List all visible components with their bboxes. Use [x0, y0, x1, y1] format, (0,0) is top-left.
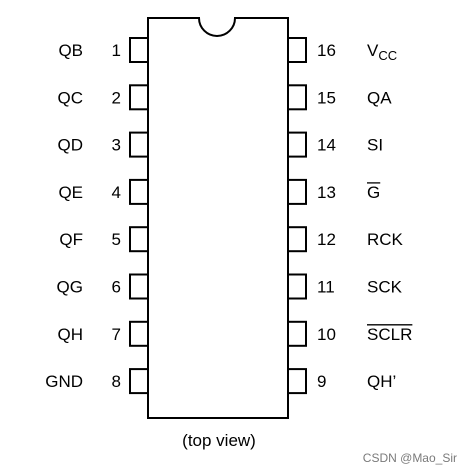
chip-body — [147, 17, 289, 419]
pin-lead-12 — [287, 226, 307, 253]
pin-lead-8 — [129, 368, 149, 395]
pin-name-10: SCLR — [367, 325, 412, 344]
pin-name-5: QF — [59, 230, 83, 249]
pin-number-2: 2 — [112, 88, 121, 107]
pin-number-4: 4 — [112, 183, 121, 202]
pin-name-1: QB — [58, 41, 83, 60]
pin-number-10: 10 — [317, 325, 336, 344]
pin-name-4: QE — [58, 183, 83, 202]
pin-name-13: G — [367, 183, 380, 202]
watermark: CSDN @Mao_Sir — [362, 451, 457, 465]
pin-number-11: 11 — [317, 278, 335, 297]
pin-number-8: 8 — [112, 372, 121, 391]
pin-lead-14 — [287, 131, 307, 158]
pin-number-1: 1 — [112, 41, 121, 60]
pin-lead-3 — [129, 131, 149, 158]
pin-lead-16 — [287, 37, 307, 63]
pin-name-3: QD — [58, 136, 84, 155]
pin-number-5: 5 — [112, 230, 121, 249]
pin-number-13: 13 — [317, 183, 336, 202]
view-caption: (top view) — [182, 431, 256, 450]
pin-name-12: RCK — [367, 230, 404, 249]
pin-name-16-subscript: CC — [378, 48, 397, 63]
pin-name-15: QA — [367, 88, 392, 107]
pin-lead-4 — [129, 178, 149, 205]
pin-number-7: 7 — [112, 325, 121, 344]
pins-layer: 1 QB 2 QC 3 QD 4 QE 5 QF 6 QG 7 QH 8 GND 16 VCC 15 QA 14 SI 13… — [45, 37, 413, 395]
pin-number-3: 3 — [112, 136, 121, 155]
pin-lead-9 — [287, 368, 307, 395]
pin-lead-13 — [287, 178, 307, 205]
pin-number-12: 12 — [317, 230, 336, 249]
pin-name-14: SI — [367, 136, 383, 155]
pin-lead-11 — [287, 273, 307, 300]
pin-name-2: QC — [58, 88, 84, 107]
pin-number-14: 14 — [317, 136, 336, 155]
pin-lead-2 — [129, 84, 149, 111]
pin-lead-5 — [129, 226, 149, 253]
pin-name-11: SCK — [367, 278, 403, 297]
pin-name-9: QH’ — [367, 372, 396, 391]
pin-lead-10 — [287, 320, 307, 347]
pin-lead-7 — [129, 320, 149, 347]
pin-name-16: VCC — [367, 41, 397, 63]
pin-number-9: 9 — [317, 372, 326, 391]
pin-number-6: 6 — [112, 278, 121, 297]
pin-lead-6 — [129, 273, 149, 300]
pin-number-16: 16 — [317, 41, 336, 60]
pin-number-15: 15 — [317, 88, 336, 107]
pin-lead-15 — [287, 84, 307, 111]
pin-name-7: QH — [58, 325, 84, 344]
pin-name-6: QG — [57, 278, 83, 297]
pin-name-8: GND — [45, 372, 83, 391]
pin-lead-1 — [129, 37, 149, 63]
